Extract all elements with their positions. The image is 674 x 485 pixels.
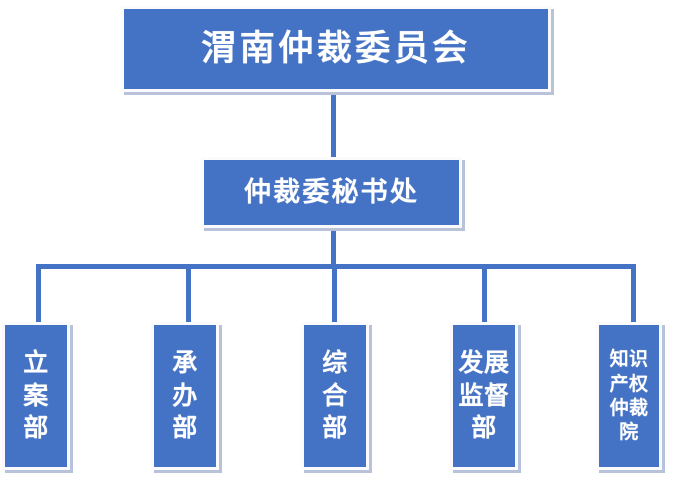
org-node-secretariat[interactable]: 仲裁委秘书处 [201, 157, 462, 228]
connector-secretariat-to-bus [331, 228, 336, 268]
connector-drop-dept-3 [482, 264, 487, 324]
connector-drop-dept-1 [186, 264, 191, 324]
connector-root-to-secretariat [331, 92, 336, 160]
org-node-development-supervision-dept[interactable]: 发展 监督 部 [450, 322, 518, 470]
org-node-handling-dept[interactable]: 承 办 部 [151, 322, 219, 470]
org-node-filing-dept-label: 立 案 部 [23, 348, 49, 443]
org-node-root[interactable]: 渭南仲裁委员会 [121, 6, 551, 92]
org-node-ip-arbitration-court-label: 知识 产权 仲裁 院 [609, 348, 649, 444]
org-node-ip-arbitration-court[interactable]: 知识 产权 仲裁 院 [596, 322, 662, 470]
org-node-filing-dept[interactable]: 立 案 部 [2, 322, 70, 470]
org-node-general-dept-label: 综 合 部 [322, 348, 348, 443]
connector-drop-dept-4 [631, 264, 636, 324]
org-node-handling-dept-label: 承 办 部 [172, 348, 198, 443]
connector-drop-dept-2 [332, 264, 337, 324]
org-node-general-dept[interactable]: 综 合 部 [301, 322, 369, 470]
connector-drop-dept-0 [36, 264, 41, 324]
org-node-root-label: 渭南仲裁委员会 [201, 28, 471, 70]
org-node-development-supervision-dept-label: 发展 监督 部 [458, 348, 510, 443]
org-node-secretariat-label: 仲裁委秘书处 [244, 176, 419, 208]
